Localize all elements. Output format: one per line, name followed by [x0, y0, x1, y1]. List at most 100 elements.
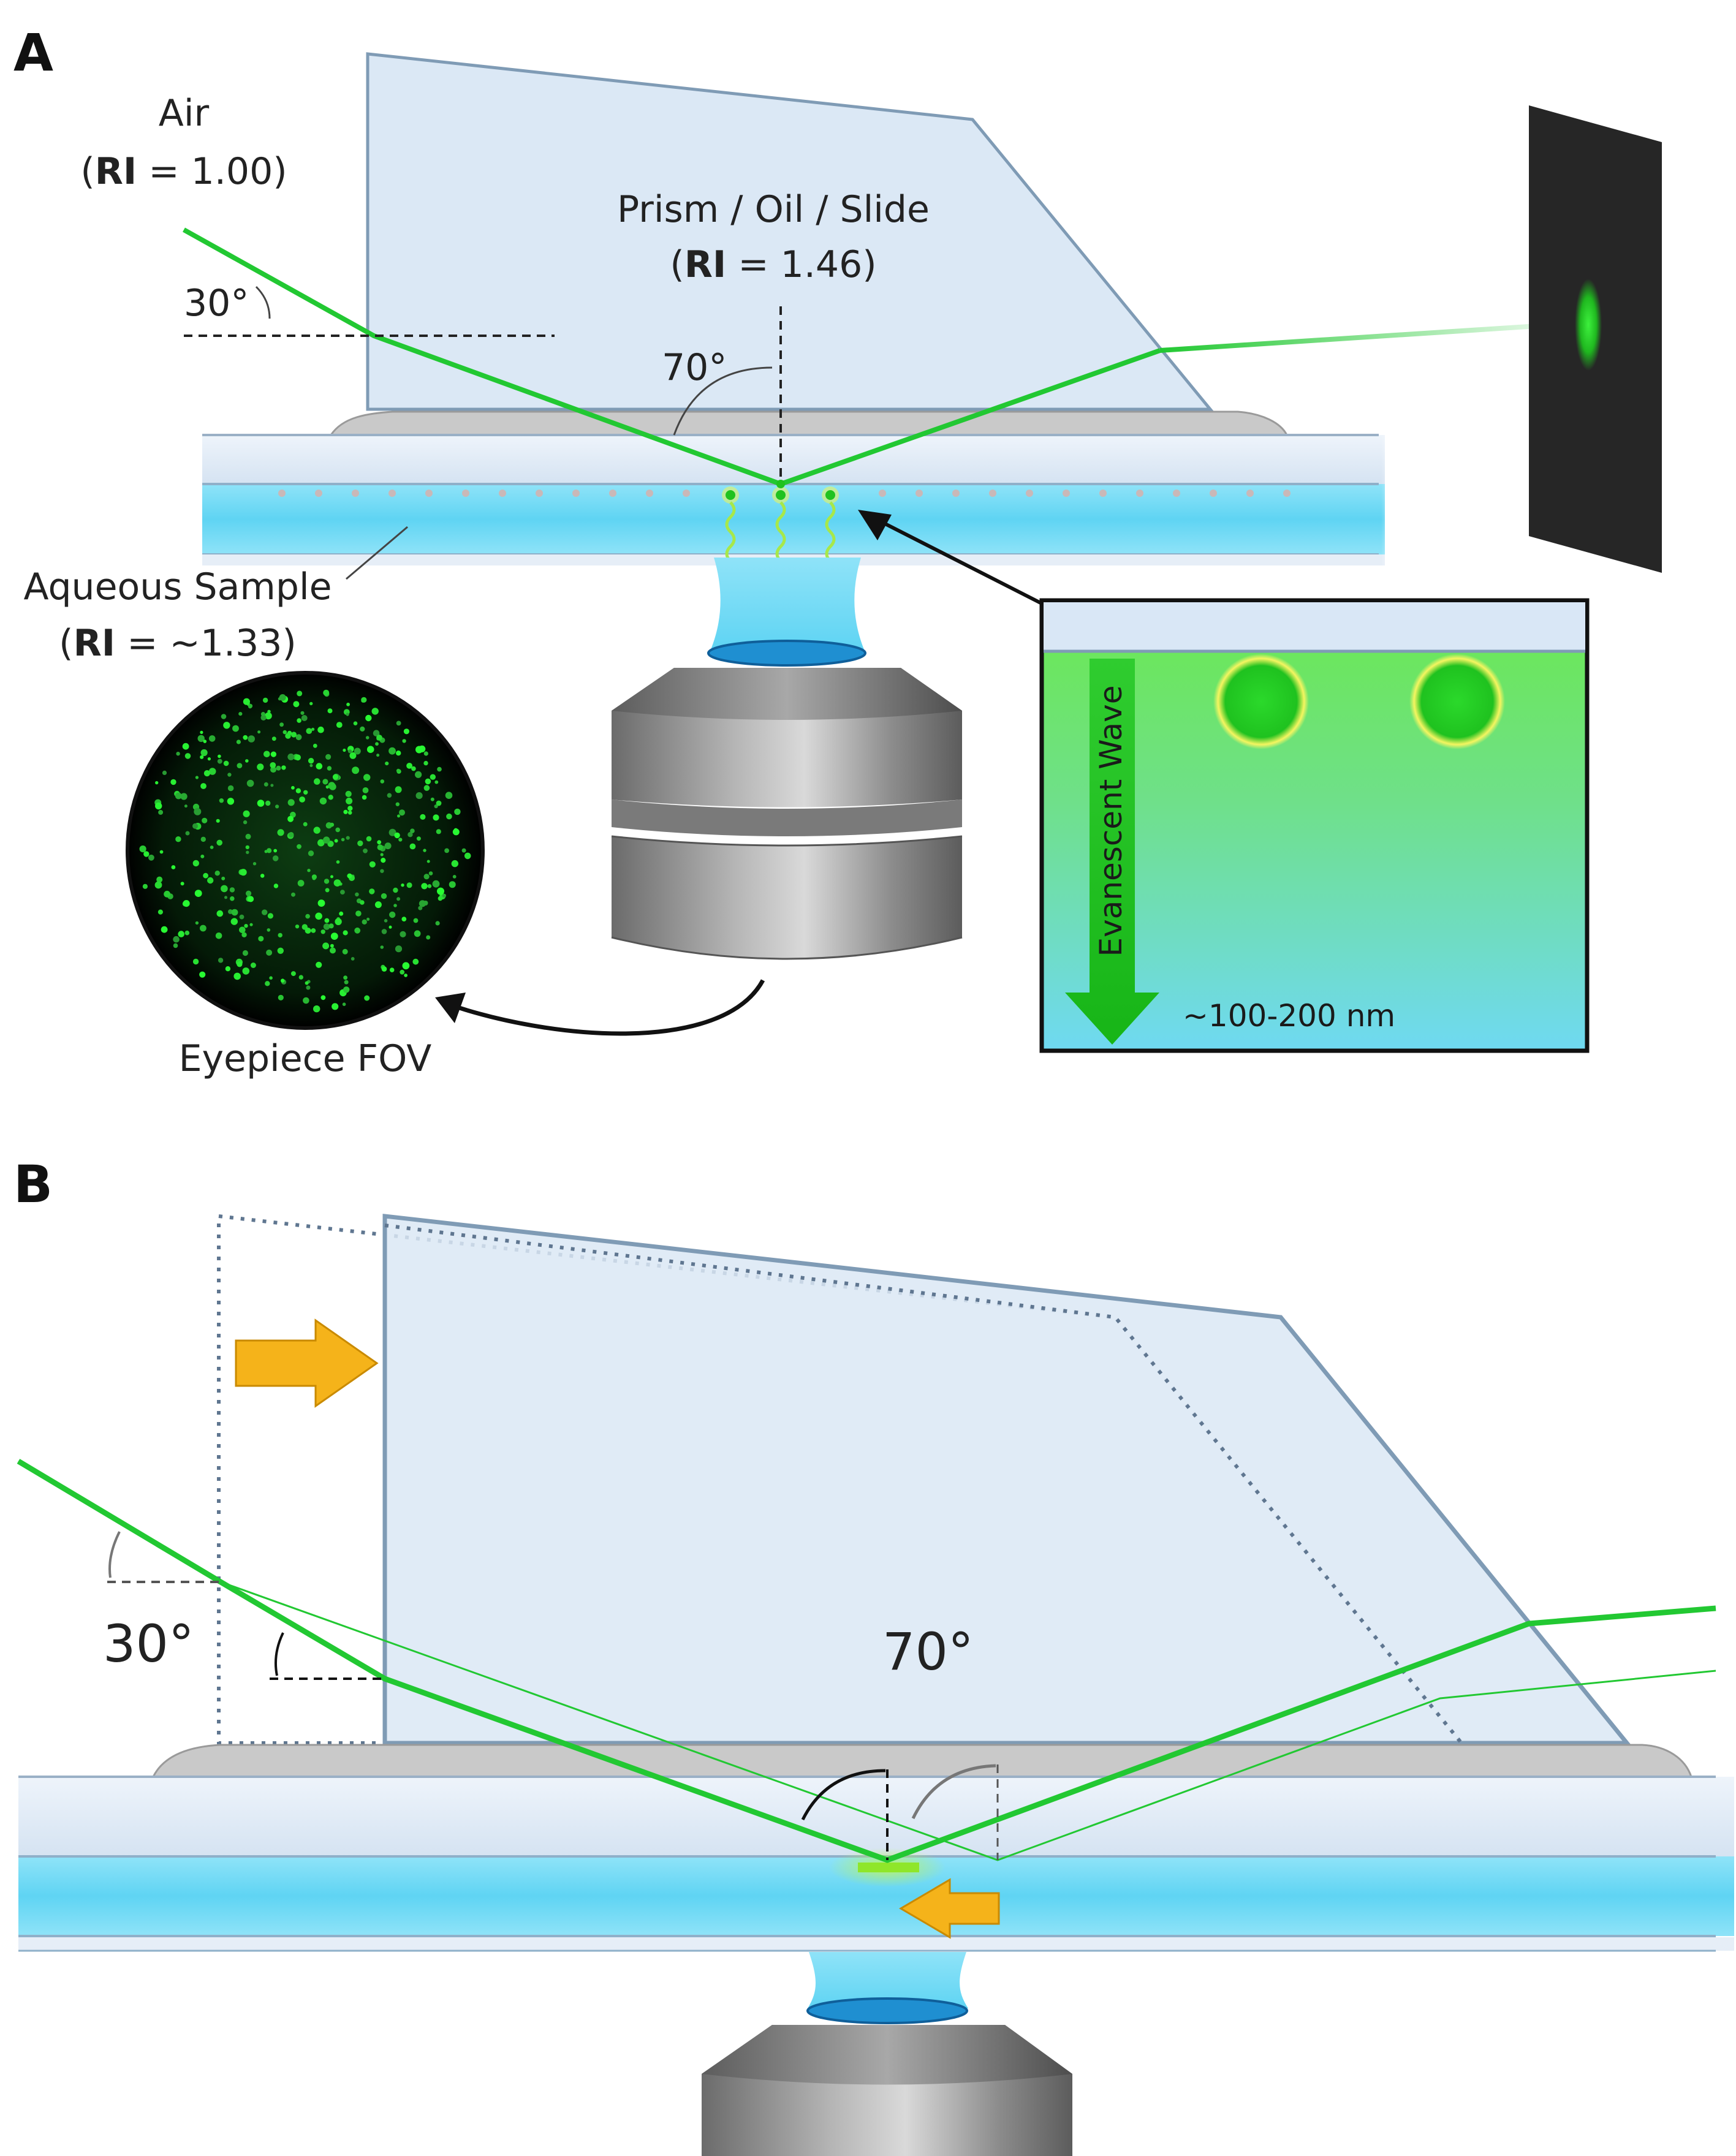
fov-spot: [330, 944, 334, 948]
fov-spot: [278, 932, 282, 938]
fov-spot: [267, 928, 271, 932]
eyepiece-label: Eyepiece FOV: [179, 1037, 432, 1080]
fov-spot: [423, 760, 428, 766]
fov-spot: [161, 926, 168, 933]
fov-spot: [184, 930, 190, 936]
fov-spot: [267, 709, 271, 714]
fov-spot: [281, 978, 285, 983]
fov-spot: [155, 802, 162, 810]
illumination-bar: [858, 1863, 919, 1872]
fov-spot: [373, 730, 380, 736]
fov-spot: [369, 861, 376, 868]
fov-spot: [300, 711, 305, 715]
fov-spot: [426, 935, 431, 940]
fov-spot: [246, 779, 254, 787]
fov-spot: [315, 912, 322, 920]
fov-spot: [248, 703, 253, 708]
fov-spot: [221, 714, 227, 719]
fov-spot: [271, 736, 276, 741]
fov-spot: [353, 721, 358, 725]
fov-spot: [400, 931, 406, 937]
fov-spot: [173, 943, 178, 948]
fov-spot: [404, 974, 407, 977]
objective-lens-a: [707, 640, 866, 667]
fov-spot: [366, 836, 372, 842]
fov-spot: [200, 755, 204, 759]
fov-spot: [380, 869, 384, 873]
fov-spot: [377, 844, 383, 850]
fov-spot: [246, 890, 252, 896]
inset-evanescent: Evanescent Wave ~100-200 nm: [1039, 598, 1590, 1053]
fov-spot: [434, 780, 439, 784]
fov-spot: [297, 718, 301, 723]
aqueous-sample-a: [202, 484, 1385, 554]
slide-a: [202, 435, 1385, 484]
fov-spot: [245, 845, 249, 850]
stage-b: [151, 1744, 1693, 1778]
fov-spot: [330, 947, 336, 954]
fov-spot: [313, 826, 320, 834]
fov-spot: [208, 735, 216, 742]
fov-spot: [407, 832, 413, 838]
fov-spot: [342, 1002, 346, 1006]
fov-spot: [345, 790, 352, 797]
fov-spot: [301, 715, 308, 721]
laser-beam-b: [17, 1459, 1716, 1863]
fov-spot: [444, 848, 449, 853]
fov-spot: [313, 743, 317, 748]
fov-spot: [352, 766, 360, 774]
fov-spot: [354, 747, 361, 755]
fov-spot: [430, 774, 436, 780]
angle-70-label-b: 70°: [882, 1622, 974, 1682]
fov-spot: [362, 787, 369, 793]
fov-spot: [199, 971, 206, 978]
fov-spot: [312, 876, 316, 880]
fov-spot: [236, 739, 241, 744]
fov-spot: [347, 811, 352, 815]
fov-spot: [343, 975, 347, 980]
fov-spot: [403, 728, 410, 735]
fov-spot: [347, 749, 352, 754]
fov-spot: [346, 713, 349, 716]
fov-spot: [438, 896, 443, 901]
fov-spot: [281, 765, 286, 770]
fov-spot: [307, 869, 311, 872]
fov-spot: [221, 885, 228, 893]
fov-spot: [306, 728, 313, 734]
fov-spot: [287, 815, 294, 822]
fov-spot: [325, 754, 332, 760]
fov-spot: [324, 879, 330, 884]
fov-spot: [246, 850, 249, 854]
fov-spot: [243, 735, 248, 740]
fov-spot: [414, 930, 421, 937]
fov-spot: [197, 735, 205, 743]
fov-spot: [442, 893, 446, 898]
fov-spot: [287, 799, 295, 806]
fov-spot: [381, 966, 387, 972]
fov-spot: [377, 840, 382, 845]
fov-spot: [290, 732, 297, 738]
fov-spot: [305, 981, 309, 985]
fov-spot: [223, 760, 229, 766]
fov-spot: [185, 831, 190, 836]
prism-ri-label: (RI = 1.46): [670, 243, 876, 286]
fov-spot: [272, 855, 279, 861]
fov-spot: [203, 872, 208, 879]
fov-spot: [313, 1005, 320, 1013]
fov-spot: [355, 892, 359, 897]
fov-spot: [176, 752, 180, 756]
fov-spot: [454, 808, 461, 815]
fov-spot: [175, 792, 182, 800]
eyepiece-arrow: [440, 979, 765, 1036]
fov-spot: [451, 860, 458, 868]
depth-label: ~100-200 nm: [1183, 998, 1395, 1034]
fov-spot: [184, 804, 188, 808]
fov-spot: [436, 829, 441, 834]
fov-spot: [402, 739, 406, 743]
fov-spot: [311, 727, 315, 731]
fov-spot: [397, 814, 400, 818]
fov-spot: [303, 822, 308, 826]
fov-spot: [406, 763, 412, 769]
fov-spot: [299, 796, 305, 803]
